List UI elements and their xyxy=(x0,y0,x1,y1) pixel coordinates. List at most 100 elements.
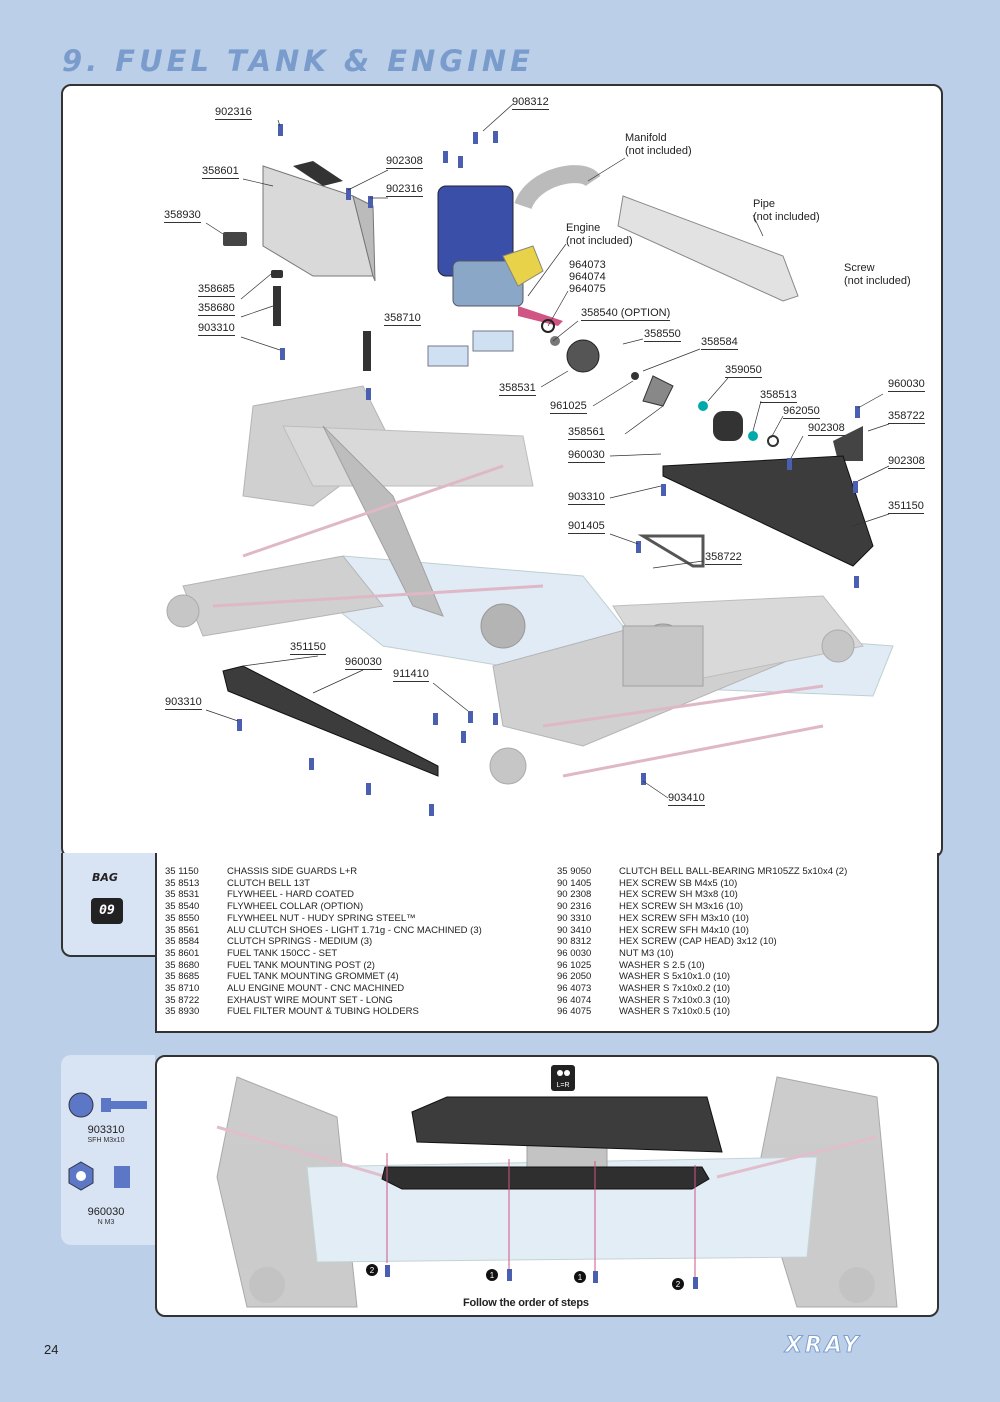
callout-label: 359050 xyxy=(725,364,762,378)
callout-label: 358601 xyxy=(202,165,239,179)
screw-note: Screw (not included) xyxy=(844,262,911,287)
callout-label: 358540 (OPTION) xyxy=(581,307,671,321)
callout-label: 903310 xyxy=(165,696,202,710)
callout-label: 902308 xyxy=(386,155,423,169)
engine-drawing xyxy=(427,185,563,367)
callout-label: 964075 xyxy=(569,283,606,295)
callout-label: 358561 xyxy=(568,426,605,440)
callout-label: 903310 xyxy=(198,322,235,336)
hardware-code: 960030 xyxy=(87,1206,125,1218)
callout-label: 964073 xyxy=(569,259,606,271)
step-diagram: 2 1 1 2 L=R xyxy=(216,1065,898,1308)
washer-callout-group: 964073 964074 964075 xyxy=(569,259,606,295)
step-order-badge xyxy=(574,1271,586,1283)
step-instruction: Follow the order of steps xyxy=(463,1297,589,1309)
side-guard-drawing xyxy=(222,455,874,777)
callout-label: 911410 xyxy=(393,668,429,682)
callout-label: 358550 xyxy=(644,328,681,342)
hardware-icons xyxy=(68,1092,147,1191)
callout-label: 902316 xyxy=(215,106,252,120)
hardware-spec: N M3 xyxy=(97,1219,115,1226)
callout-label: 960030 xyxy=(568,449,605,463)
fuel-tank-drawing xyxy=(223,161,376,371)
engine-note: Engine (not included) xyxy=(566,222,633,247)
callout-label: 351150 xyxy=(290,641,326,655)
manifold-note: Manifold (not included) xyxy=(625,132,692,157)
parts-list-box xyxy=(155,853,939,1033)
exploded-diagram-panel: 902316 908312 358601 902308 902316 35893… xyxy=(61,84,943,858)
page-title: 9. FUEL TANK & ENGINE xyxy=(62,44,534,78)
step-order-badge xyxy=(366,1264,378,1276)
brand-logo-text: XRAY xyxy=(783,1333,861,1357)
exploded-diagram xyxy=(166,103,894,816)
callout-label: 358584 xyxy=(701,336,738,350)
xray-logo: XRAY xyxy=(783,1333,861,1357)
screw-side-icon xyxy=(101,1098,111,1112)
chassis-drawing xyxy=(166,385,894,785)
callout-label: 903410 xyxy=(668,792,705,806)
step-order-label: 2 xyxy=(676,1280,681,1289)
nut-side-icon xyxy=(114,1166,130,1188)
step-screws xyxy=(385,1265,698,1289)
callout-label: 358513 xyxy=(760,389,797,403)
callout-label: 964074 xyxy=(569,271,606,283)
callout-label: 358930 xyxy=(164,209,201,223)
leader-lines xyxy=(205,103,890,799)
rear-guard-drawing xyxy=(411,1096,723,1153)
callout-label: 960030 xyxy=(345,656,382,670)
page-number: 24 xyxy=(44,1342,59,1357)
step-panel: 2 1 1 2 L=R xyxy=(155,1055,939,1317)
screw-markers xyxy=(237,124,860,816)
step-order-label: 1 xyxy=(490,1271,495,1280)
callout-label: 908312 xyxy=(512,96,549,110)
clutch-drawing xyxy=(541,319,863,461)
callout-label: 902308 xyxy=(888,455,925,469)
pipe-note: Pipe (not included) xyxy=(753,198,820,223)
callout-label: 961025 xyxy=(550,400,587,414)
l-equals-r-label: L=R xyxy=(556,1082,569,1089)
callout-label: 358722 xyxy=(705,551,742,565)
step-guide-lines xyxy=(386,1153,696,1277)
callout-label: 358531 xyxy=(499,382,536,396)
callout-label: 351150 xyxy=(888,500,924,514)
callout-label: 358722 xyxy=(888,410,925,424)
step-order-label: 2 xyxy=(370,1266,375,1275)
bag-label: BAG xyxy=(92,871,118,884)
manifold-pipe-drawing xyxy=(514,165,799,302)
callout-label: 903310 xyxy=(568,491,605,505)
hardware-spec: SFH M3x10 xyxy=(87,1137,125,1144)
step-order-badge xyxy=(486,1269,498,1281)
bag-number: 09 xyxy=(91,898,123,924)
callout-label: 902316 xyxy=(386,183,423,197)
hardware-code: 903310 xyxy=(87,1124,125,1136)
side-guard-drawing xyxy=(381,1166,710,1190)
hardware-box xyxy=(61,1055,155,1245)
step-order-badge xyxy=(672,1278,684,1290)
screw-head-icon xyxy=(68,1092,94,1118)
